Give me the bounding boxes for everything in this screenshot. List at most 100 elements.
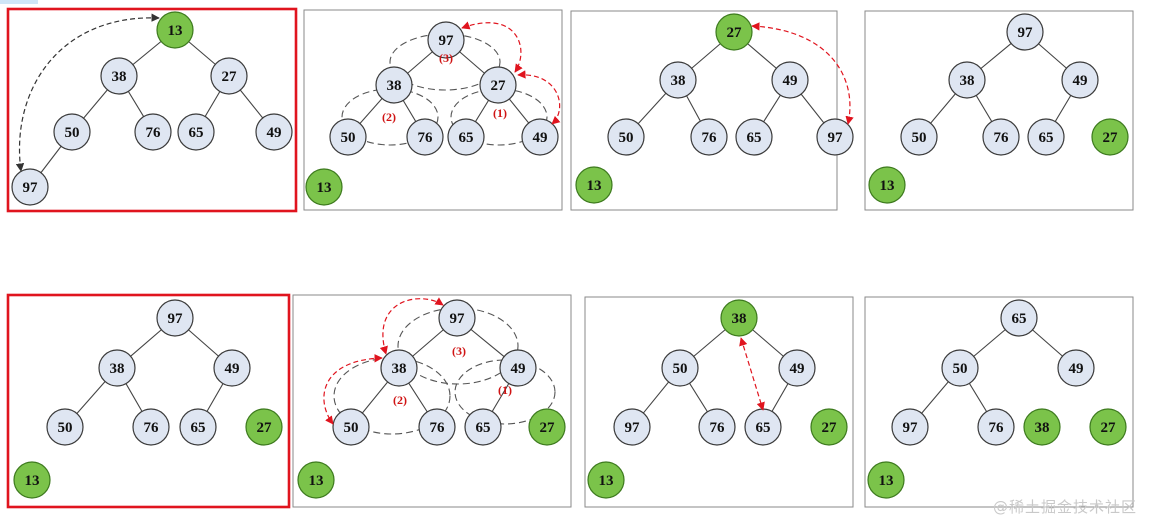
node-value: 13 — [317, 180, 332, 196]
node-circle — [720, 299, 758, 337]
heap-node: 97 — [11, 168, 49, 206]
node-circle — [977, 408, 1015, 446]
node-value: 97 — [450, 311, 466, 327]
node-value: 97 — [903, 420, 919, 436]
node-circle — [156, 299, 194, 337]
node-value: 65 — [1012, 311, 1027, 327]
sorted-node: 27 — [1089, 408, 1127, 446]
sorted-node: 27 — [1091, 118, 1129, 156]
node-value: 50 — [341, 130, 356, 146]
heap-node: 76 — [406, 118, 444, 156]
heap-node: 27 — [479, 66, 517, 104]
heap-node: 65 — [447, 118, 485, 156]
heap-node: 38 — [375, 66, 413, 104]
node-value: 50 — [673, 361, 688, 377]
node-circle — [297, 461, 335, 499]
sorted-node: 13 — [156, 11, 194, 49]
node-circle — [245, 408, 283, 446]
node-value: 27 — [222, 69, 238, 85]
heap-node: 97 — [816, 118, 854, 156]
heap-node: 49 — [1057, 349, 1095, 387]
node-value: 13 — [880, 178, 895, 194]
heap-node: 97 — [156, 299, 194, 337]
node-circle — [982, 118, 1020, 156]
node-circle — [132, 408, 170, 446]
node-circle — [698, 408, 736, 446]
node-value: 65 — [189, 125, 204, 141]
corner-mark — [0, 0, 38, 4]
node-circle — [210, 57, 248, 95]
sorted-node: 27 — [715, 13, 753, 51]
node-value: 13 — [599, 473, 614, 489]
node-value: 97 — [439, 33, 455, 49]
heap-node: 65 — [464, 408, 502, 446]
node-circle — [528, 408, 566, 446]
swap-arrow-black — [15, 13, 160, 172]
node-value: 50 — [58, 420, 73, 436]
heap-node: 76 — [977, 408, 1015, 446]
node-circle — [1023, 408, 1061, 446]
heap-node: 76 — [982, 118, 1020, 156]
heapify-group-ellipse — [333, 357, 451, 435]
panel-frame — [864, 296, 1134, 508]
node-value: 38 — [387, 78, 402, 94]
node-circle — [305, 168, 343, 206]
heap-node: 65 — [1000, 299, 1038, 337]
node-circle — [900, 118, 938, 156]
node-value: 50 — [912, 130, 927, 146]
heap-node: 27 — [210, 57, 248, 95]
node-circle — [607, 118, 645, 156]
node-value: 49 — [511, 361, 526, 377]
node-value: 76 — [430, 420, 446, 436]
node-circle — [867, 461, 905, 499]
step-label: (1) — [493, 106, 507, 120]
node-value: 27 — [540, 420, 556, 436]
swap-arrow — [739, 337, 765, 411]
node-value: 65 — [191, 420, 206, 436]
heap-node: 38 — [659, 61, 697, 99]
sorted-node: 13 — [297, 461, 335, 499]
node-value: 38 — [110, 361, 125, 377]
swap-arrow — [323, 354, 383, 425]
node-value: 38 — [732, 311, 747, 327]
panel-frame — [6, 293, 291, 509]
panel-frame — [584, 296, 854, 508]
heap-node: 50 — [53, 113, 91, 151]
node-value: 65 — [459, 130, 474, 146]
heap-node: 97 — [613, 408, 651, 446]
heap-node: 97 — [1006, 13, 1044, 51]
heap-node: 49 — [778, 349, 816, 387]
node-circle — [587, 461, 625, 499]
heap-node: 65 — [179, 408, 217, 446]
node-circle — [1027, 118, 1065, 156]
sorted-node: 27 — [245, 408, 283, 446]
node-value: 65 — [476, 420, 491, 436]
node-circle — [1006, 13, 1044, 51]
sorted-node: 13 — [305, 168, 343, 206]
node-circle — [98, 349, 136, 387]
heap-node: 38 — [948, 61, 986, 99]
node-value: 27 — [1103, 130, 1119, 146]
node-circle — [1000, 299, 1038, 337]
node-value: 97 — [168, 311, 184, 327]
node-value: 38 — [671, 73, 686, 89]
node-circle — [46, 408, 84, 446]
node-value: 65 — [1039, 130, 1054, 146]
node-value: 76 — [146, 125, 162, 141]
node-value: 13 — [587, 178, 602, 194]
node-value: 49 — [533, 130, 548, 146]
node-value: 27 — [822, 420, 838, 436]
node-value: 13 — [879, 473, 894, 489]
step-label: (3) — [452, 344, 466, 358]
node-circle — [659, 61, 697, 99]
watermark: @稀土掘金技术社区 — [992, 498, 1137, 516]
heap-node: 38 — [380, 349, 418, 387]
node-value: 38 — [112, 69, 127, 85]
heap-node: 97 — [891, 408, 929, 446]
node-value: 97 — [23, 180, 39, 196]
